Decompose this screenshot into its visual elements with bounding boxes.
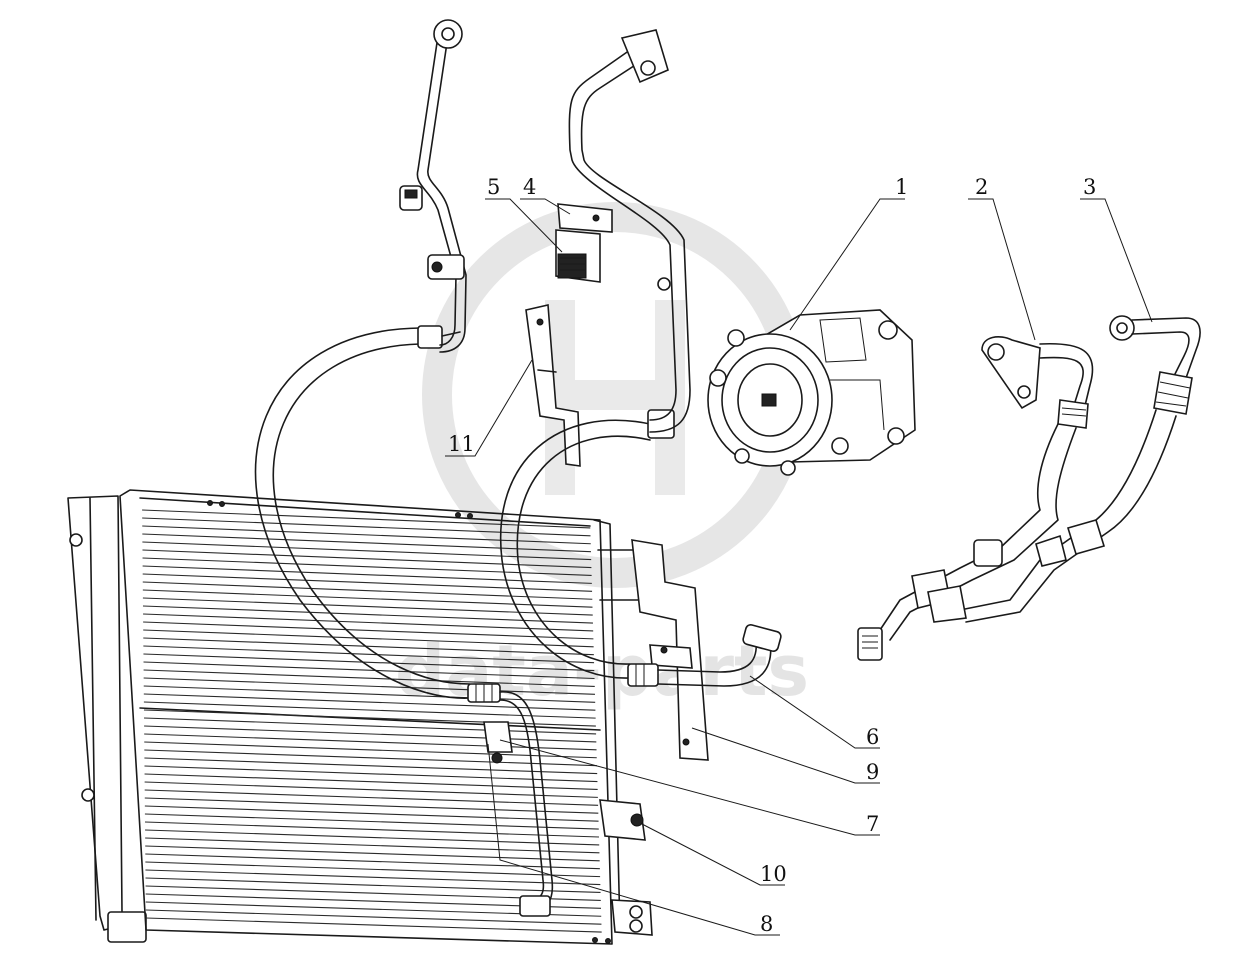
callout-labels: 1 2 3 4 5 6 7 8 9 10 11	[448, 175, 1096, 936]
condenser-fin-line	[144, 757, 598, 775]
condenser-fin-line	[142, 557, 592, 577]
condenser-fin-line	[142, 517, 591, 537]
condenser-fin-line	[145, 917, 602, 933]
condenser-fin-line	[145, 861, 601, 878]
condenser-fin-line	[143, 709, 596, 727]
condenser-fin-line	[143, 693, 596, 711]
condenser-fin-line	[144, 805, 599, 822]
condenser-fin-line	[143, 645, 595, 664]
callout-label-9: 9	[866, 760, 879, 784]
condenser-fin-line	[143, 669, 595, 687]
ac-compressor	[707, 309, 916, 476]
condenser-fin-line	[144, 821, 600, 838]
condenser-fin-line	[145, 845, 600, 862]
callout-label-10: 10	[760, 862, 787, 886]
condenser-fin-line	[144, 725, 597, 743]
callout-leaders	[445, 198, 1153, 936]
condenser-fin-line	[142, 573, 593, 592]
callout-label-3: 3	[1083, 175, 1096, 199]
mounting-bracket	[631, 539, 709, 761]
condenser-fin-line	[145, 853, 600, 870]
condenser-fin-line	[144, 733, 597, 751]
condenser-fin-line	[142, 549, 592, 569]
condenser-fin-line	[143, 653, 595, 672]
condenser-fin-line	[142, 605, 593, 624]
condenser-fin-line	[142, 597, 593, 616]
condenser-fin-line	[145, 869, 601, 886]
callout-label-2: 2	[975, 175, 988, 199]
refrigerant-hose-small-loop	[499, 409, 782, 687]
condenser-fin-line	[144, 773, 598, 791]
condenser-fin-line	[143, 661, 595, 680]
condenser-fin-line	[142, 589, 593, 608]
condenser-fin-line	[142, 541, 592, 561]
callout-label-8: 8	[760, 912, 773, 936]
condenser-fin-line	[143, 677, 595, 695]
condenser-fins	[142, 509, 602, 933]
bracket-plate	[525, 304, 581, 467]
condenser-fin-line	[142, 525, 591, 545]
condenser-fin-line	[143, 629, 594, 648]
condenser-fin-line	[145, 909, 602, 925]
condenser-fin-line	[144, 781, 598, 798]
condenser-fin-line	[144, 749, 597, 767]
condenser-fin-line	[142, 581, 593, 600]
condenser-fin-line	[144, 741, 597, 759]
condenser-fin-line	[144, 813, 599, 830]
condenser-fin-line	[142, 533, 591, 553]
pressure-switch-assembly	[555, 203, 613, 283]
callout-label-1: 1	[895, 175, 908, 199]
condenser-fin-line	[143, 701, 596, 719]
suction-hose-assembly	[857, 336, 1094, 661]
callout-label-7: 7	[866, 812, 879, 836]
condenser-fin-line	[145, 829, 600, 846]
callout-label-11: 11	[448, 432, 475, 456]
condenser-fin-line	[143, 637, 594, 656]
discharge-hose-assembly	[927, 315, 1201, 623]
refrigerant-pipe-upper-left	[399, 19, 467, 353]
condenser-fin-line	[144, 717, 597, 735]
condenser-fin-line	[145, 837, 600, 854]
condenser-fin-line	[143, 621, 594, 640]
condenser-fin-line	[144, 789, 599, 806]
condenser-fin-line	[144, 765, 598, 783]
condenser	[67, 489, 653, 945]
condenser-fin-line	[142, 565, 592, 584]
condenser-fin-line	[142, 509, 591, 529]
condenser-fin-line	[143, 685, 596, 703]
refrigerant-pipe-upper-middle	[568, 29, 691, 433]
callout-label-5: 5	[487, 175, 500, 199]
condenser-fin-line	[143, 613, 594, 632]
condenser-fin-line	[145, 877, 601, 894]
callout-label-4: 4	[523, 175, 536, 199]
condenser-fin-line	[144, 797, 599, 814]
callout-label-6: 6	[866, 725, 879, 749]
refrigerant-hose-large-loop	[254, 325, 554, 917]
